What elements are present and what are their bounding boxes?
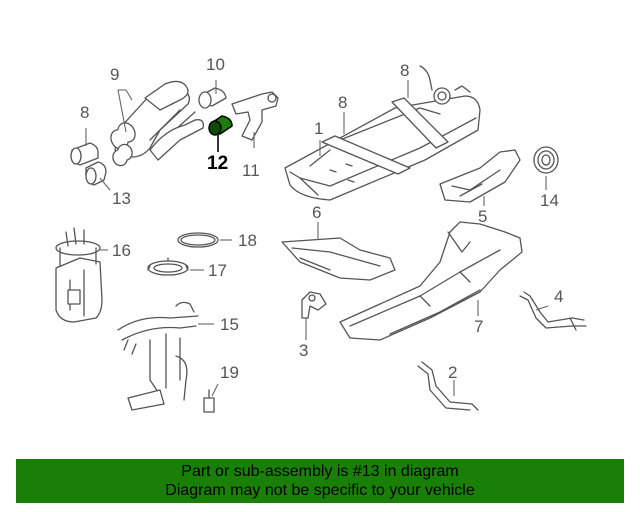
part-16-sender (117, 301, 199, 411)
callout-7: 7 (474, 317, 484, 336)
part-20-connector (203, 389, 215, 413)
callout-15: 14 (540, 191, 559, 210)
part-12-vent-hose (231, 91, 279, 141)
part-13-highlighted (208, 115, 233, 152)
parts-diagram (55, 65, 587, 413)
part-3-bracket (301, 291, 327, 319)
part-10-filler-hose (110, 80, 204, 167)
part-15-cap (533, 146, 559, 174)
callout-8-upper: 8 (400, 61, 410, 80)
callout-5: 5 (478, 207, 488, 226)
callout-16: 15 (220, 315, 239, 334)
part-5-shield (439, 149, 521, 203)
callout-8-lower: 8 (338, 93, 348, 112)
leader-lines (85, 80, 549, 397)
part-4-bracket (519, 291, 587, 331)
info-banner: Part or sub-assembly is #13 in diagram D… (16, 459, 624, 503)
callout-17: 16 (112, 241, 131, 260)
callout-9: 8 (80, 103, 90, 122)
part-8-tank-straps (321, 97, 449, 175)
callout-1: 1 (314, 119, 324, 138)
callout-11: 10 (206, 55, 225, 74)
callout-2: 2 (448, 363, 458, 382)
callout-18: 17 (208, 261, 227, 280)
part-9-grommet (70, 142, 99, 166)
part-7-skid-plate (339, 221, 523, 341)
callout-19: 18 (238, 231, 257, 250)
part-19-o-ring (177, 232, 219, 248)
callout-10: 9 (110, 65, 120, 84)
callout-3: 3 (299, 341, 309, 360)
callout-20: 19 (220, 363, 239, 382)
part-6-tank-shield (281, 237, 396, 281)
callout-12: 11 (242, 161, 260, 180)
part-2-strap (417, 361, 479, 411)
callout-13: 12 (207, 153, 229, 174)
callout-4: 4 (554, 287, 564, 306)
callout-14: 13 (112, 189, 131, 208)
banner-line-2: Diagram may not be specific to your vehi… (165, 482, 475, 499)
part-11-hose (198, 87, 227, 109)
callout-6: 6 (312, 203, 322, 222)
part-18-lock-ring (147, 257, 189, 276)
banner-line-1: Part or sub-assembly is #13 in diagram (181, 463, 459, 480)
part-17-pump-module (55, 227, 103, 323)
